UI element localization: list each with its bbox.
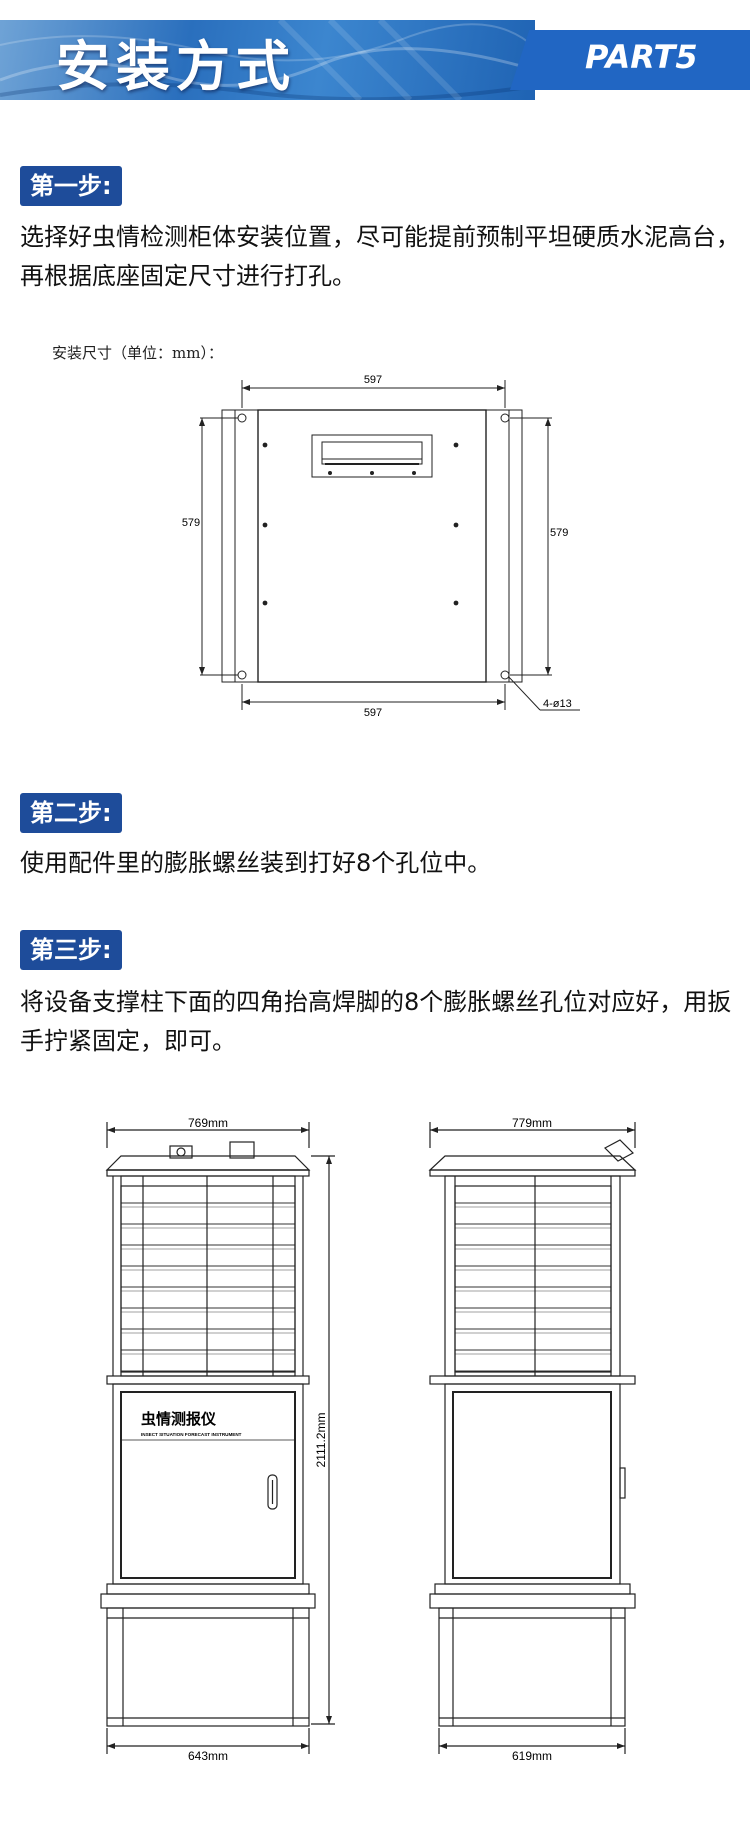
- dim-height-left: 579: [182, 517, 200, 529]
- install-size-note: 安装尺寸（单位：mm）：: [52, 344, 223, 362]
- step3-badge: 第三步:: [20, 930, 122, 970]
- mount-hole-bl: [237, 670, 247, 680]
- mount-hole-tr: [500, 413, 510, 423]
- side-view: [428, 1122, 637, 1754]
- banner-texture: [0, 20, 535, 100]
- side-width-label: 779mm: [512, 1118, 552, 1130]
- front-base-label: 643mm: [188, 1749, 228, 1763]
- device-elevation-drawing: 769mm 779mm 643mm 619mm 2111.2mm 虫情测报仪 I…: [100, 1118, 637, 1763]
- cabinet-footprint: [257, 409, 487, 683]
- step1-badge: 第一步:: [20, 166, 122, 206]
- step2-badge: 第二步:: [20, 793, 122, 833]
- cable-slot: [311, 434, 433, 478]
- dim-width-top: 597: [364, 374, 382, 386]
- header-banner: [0, 20, 535, 100]
- part-tag: [510, 30, 750, 90]
- dim-height-right: 579: [550, 527, 568, 539]
- step1-text: 选择好虫情检测柜体安装位置，尽可能提前预制平坦硬质水泥高台，再根据底座固定尺寸进…: [20, 223, 740, 290]
- right-flange: [508, 409, 523, 683]
- part-label: PART5: [585, 38, 698, 76]
- page-title: 安装方式: [56, 35, 296, 98]
- dim-hole: 4-ø13: [543, 698, 572, 710]
- base-plate-outline: [234, 409, 510, 683]
- height-label: 2111.2mm: [314, 1413, 328, 1468]
- step2-text: 使用配件里的膨胀螺丝装到打好8个孔位中。: [20, 849, 492, 877]
- side-base-label: 619mm: [512, 1749, 552, 1763]
- device-name-en: INSECT SITUATION FORECAST INSTRUMENT: [141, 1432, 242, 1437]
- left-flange: [221, 409, 236, 683]
- front-view: [100, 1122, 335, 1754]
- dim-width-bottom: 597: [364, 707, 382, 719]
- front-width-label: 769mm: [188, 1118, 228, 1130]
- mount-hole-br: [500, 670, 510, 680]
- step3-text: 将设备支撑柱下面的四角抬高焊脚的8个膨胀螺丝孔位对应好，用扳手拧紧固定，即可。: [20, 988, 732, 1055]
- base-dimension-drawing: 597 597 579 579 4-ø13: [182, 374, 580, 719]
- mount-hole-tl: [237, 413, 247, 423]
- device-name: 虫情测报仪: [141, 1410, 217, 1428]
